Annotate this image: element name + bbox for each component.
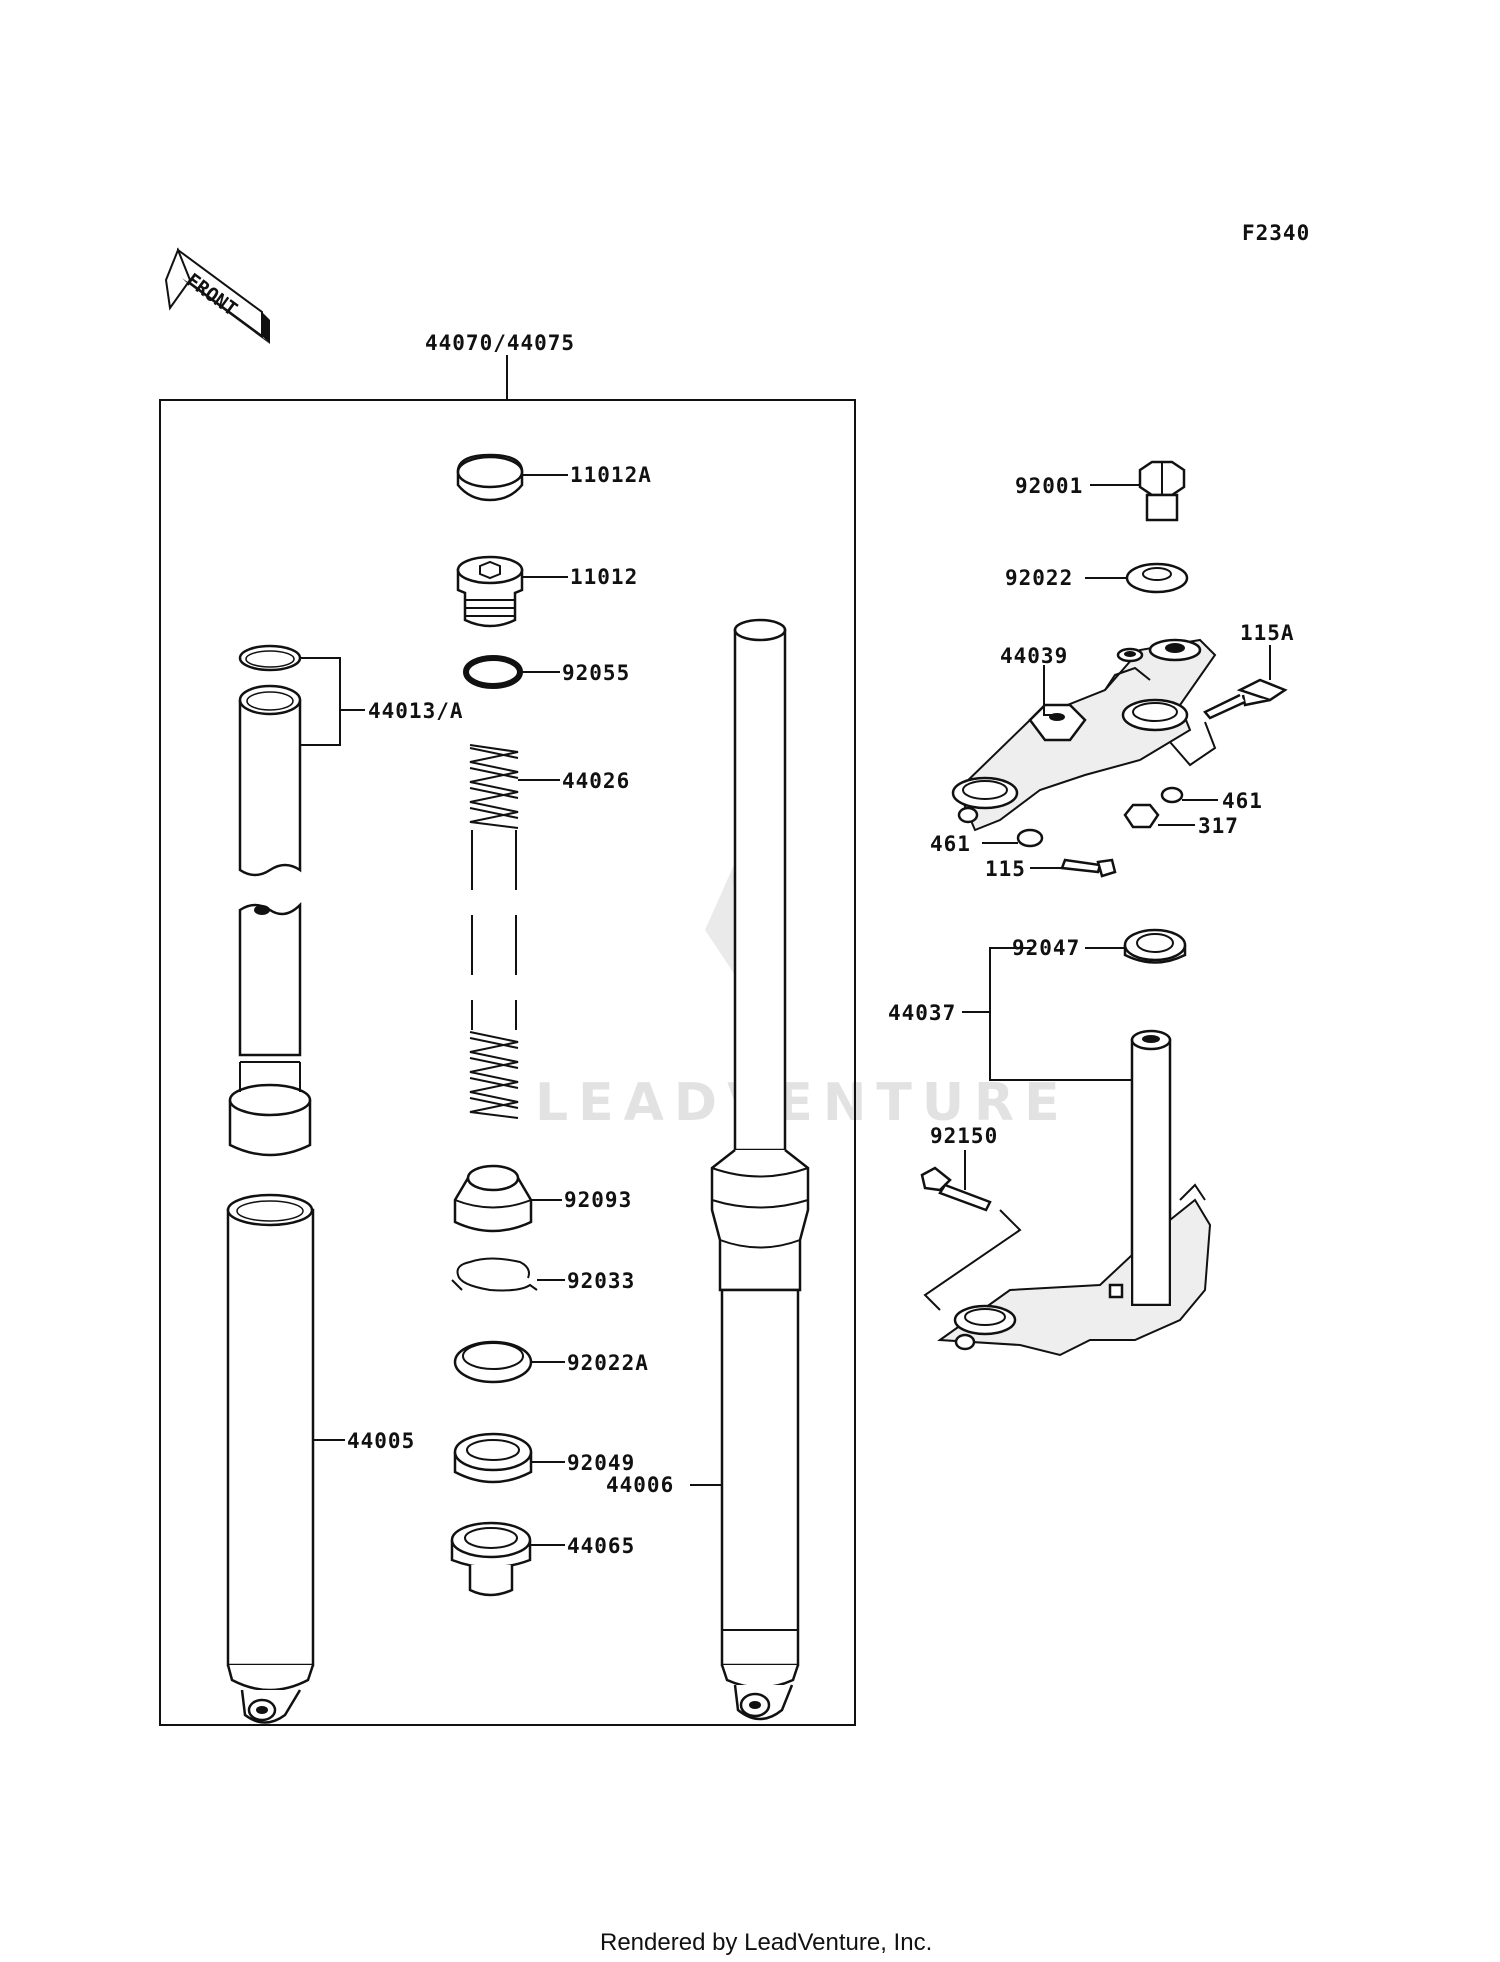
label-44037: 44037 — [888, 1001, 956, 1025]
oring-92055 — [463, 655, 523, 689]
guide-tube-44013A — [228, 644, 312, 1157]
label-461-left: 461 — [930, 832, 971, 856]
seal-92049 — [453, 1432, 533, 1484]
label-44005: 44005 — [347, 1429, 415, 1453]
label-92022A: 92022A — [567, 1351, 649, 1375]
washer-461-left — [1016, 828, 1044, 848]
label-115: 115 — [985, 857, 1026, 881]
bolt-92001 — [1138, 460, 1186, 522]
upper-bracket-44039 — [951, 638, 1217, 832]
label-44013A: 44013/A — [368, 699, 464, 723]
circlip-92033 — [451, 1257, 538, 1292]
fork-leg-44006 — [710, 618, 810, 1721]
label-115A: 115A — [1240, 621, 1295, 645]
nut-317 — [1123, 803, 1160, 829]
label-92001: 92001 — [1015, 474, 1083, 498]
label-44006: 44006 — [606, 1473, 674, 1497]
bushing-44065 — [450, 1521, 532, 1597]
label-92055: 92055 — [562, 661, 630, 685]
washer-92022 — [1125, 562, 1189, 594]
bolt-115A — [1203, 678, 1288, 720]
label-92150: 92150 — [930, 1124, 998, 1148]
washer-461-right — [1160, 786, 1184, 804]
label-92022: 92022 — [1005, 566, 1073, 590]
figure-code: F2340 — [1242, 221, 1310, 245]
label-44070-44075: 44070/44075 — [425, 331, 575, 355]
outer-tube-44005 — [226, 1193, 315, 1724]
label-92033: 92033 — [567, 1269, 635, 1293]
watermark-text: LEADVENTURE — [535, 1073, 1070, 1133]
label-11012: 11012 — [570, 565, 638, 589]
label-11012A: 11012A — [570, 463, 652, 487]
bolt-11012 — [456, 555, 524, 628]
front-arrow-icon: FRONT — [164, 247, 270, 344]
washer-92022A — [453, 1340, 533, 1384]
footer-credit: Rendered by LeadVenture, Inc. — [600, 1929, 932, 1956]
lower-bracket-44037 — [937, 1029, 1212, 1357]
label-461-right: 461 — [1222, 789, 1263, 813]
label-317: 317 — [1198, 814, 1239, 838]
label-44039: 44039 — [1000, 644, 1068, 668]
label-44026: 44026 — [562, 769, 630, 793]
part-92047 — [1123, 928, 1187, 964]
cap-11012A — [456, 453, 524, 502]
bolt-92150 — [920, 1166, 992, 1212]
bolt-115 — [1060, 858, 1117, 878]
part-92093 — [453, 1164, 533, 1233]
label-44065: 44065 — [567, 1534, 635, 1558]
label-92093: 92093 — [564, 1188, 632, 1212]
label-92049: 92049 — [567, 1451, 635, 1475]
spring-44026 — [469, 744, 519, 1119]
